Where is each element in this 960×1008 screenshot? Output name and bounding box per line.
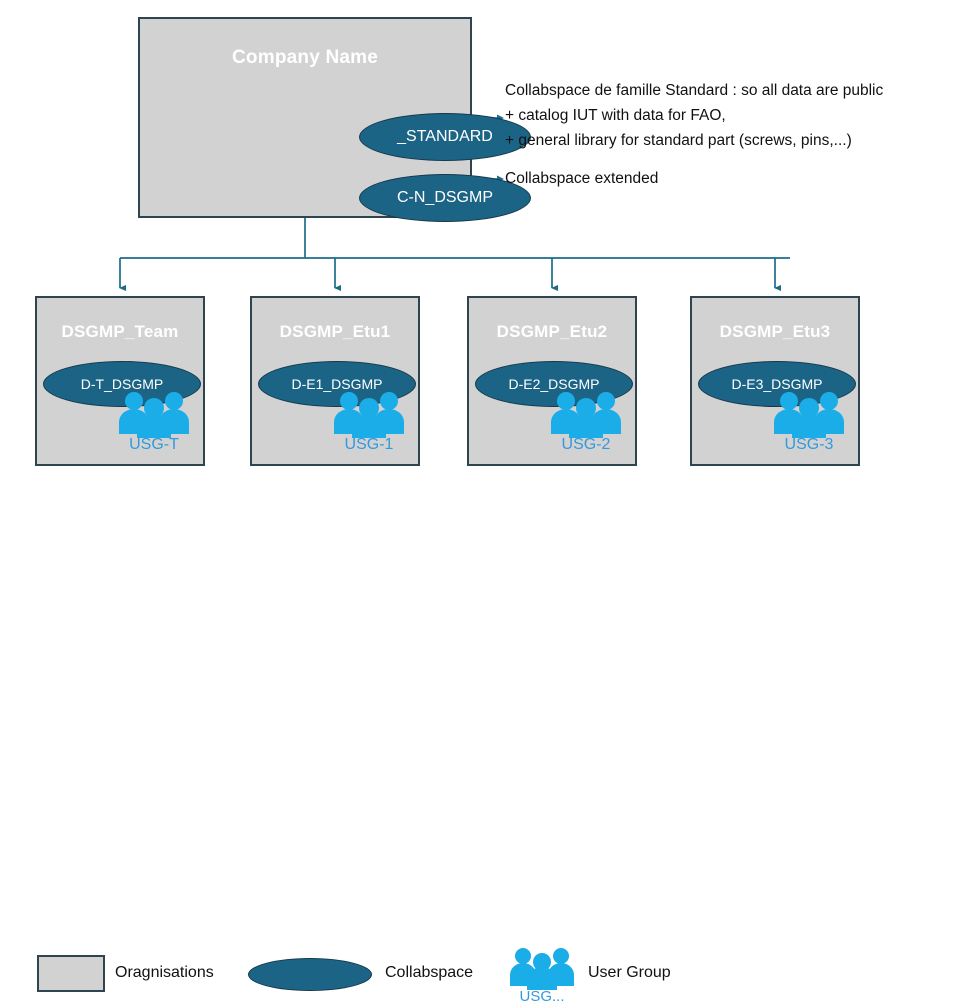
user-group-icon — [119, 392, 189, 438]
user-group-icon — [774, 392, 844, 438]
legend-usergroup-sublabel: USG... — [519, 988, 565, 1005]
usergroup-label: USG-1 — [344, 436, 394, 453]
legend-organisations-label: Oragnisations — [115, 964, 214, 981]
note-line: + general library for standard part (scr… — [505, 132, 852, 149]
usergroup-2[interactable]: USG-2 — [543, 390, 629, 462]
collabspace-c-n-dsgmp[interactable]: C-N_DSGMP — [359, 174, 531, 222]
org-box-dsgmp-etu3[interactable]: DSGMP_Etu3 D-E3_DSGMP USG-3 — [690, 296, 860, 466]
dept-title: DSGMP_Etu2 — [496, 322, 608, 341]
usergroup-0[interactable]: USG-T — [111, 390, 197, 462]
note-line: + catalog IUT with data for FAO, — [505, 107, 726, 124]
user-group-icon — [334, 392, 404, 438]
note-line: Collabspace extended — [505, 170, 659, 187]
dept-title: DSGMP_Team — [61, 322, 179, 341]
dept-title: DSGMP_Etu3 — [719, 322, 831, 341]
legend-collabspace-label: Collabspace — [385, 964, 474, 981]
diagram-canvas: Company Name _STANDARD C-N_DSGMP Collabs… — [0, 17, 960, 1005]
usergroup-label: USG-3 — [784, 436, 834, 453]
user-group-icon — [510, 948, 574, 990]
company-title: Company Name — [232, 47, 378, 68]
legend: Oragnisations Collabspace USG... User Gr… — [0, 470, 960, 1005]
org-box-dsgmp-etu2[interactable]: DSGMP_Etu2 D-E2_DSGMP USG-2 — [467, 296, 637, 466]
legend-organisations-swatch — [37, 955, 105, 992]
note-standard-collabspace: Collabspace de famille Standard : so all… — [505, 78, 883, 153]
user-group-icon — [551, 392, 621, 438]
legend-collabspace-swatch — [248, 958, 372, 991]
usergroup-label: USG-T — [129, 436, 179, 453]
org-box-company[interactable]: Company Name _STANDARD C-N_DSGMP — [138, 17, 531, 222]
usergroup-label: USG-2 — [561, 436, 611, 453]
note-line: Collabspace de famille Standard : so all… — [505, 82, 884, 99]
org-tree-connectors — [119, 218, 790, 291]
org-box-dsgmp-team[interactable]: DSGMP_Team D-T_DSGMP USG-T — [35, 296, 205, 466]
note-extended-collabspace: Collabspace extended — [505, 166, 658, 191]
org-box-dsgmp-etu1[interactable]: DSGMP_Etu1 D-E1_DSGMP USG-1 — [250, 296, 420, 466]
usergroup-1[interactable]: USG-1 — [326, 390, 412, 462]
collabspace-standard[interactable]: _STANDARD — [359, 113, 531, 161]
dept-title: DSGMP_Etu1 — [279, 322, 391, 341]
usergroup-3[interactable]: USG-3 — [766, 390, 852, 462]
legend-usergroup-swatch: USG... — [508, 946, 580, 1008]
legend-usergroup-label: User Group — [588, 964, 671, 981]
